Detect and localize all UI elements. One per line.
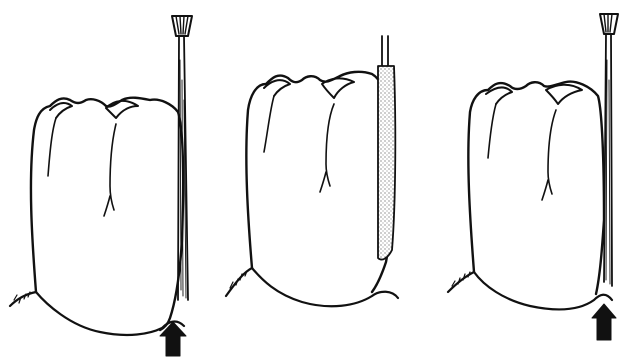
strip-shaft [382,36,388,66]
tooth-outline [31,98,183,330]
panel-2 [226,36,398,306]
fissure-center [104,124,116,216]
panel-3 [448,14,618,340]
gingiva-line [448,272,612,309]
fissure-center [542,110,556,200]
cusp-middle [546,85,582,104]
panel-1 [10,16,192,356]
tooth-outline [246,72,391,292]
cusp-left [50,103,72,118]
cusp-left [486,88,512,104]
probe-tip-fill [606,60,610,284]
stippled-strip-2 [378,36,395,260]
gingiva-line [226,268,398,306]
up-arrow-3[interactable] [592,304,616,340]
strip-body [378,66,395,260]
fissure-left [48,118,56,176]
probe-shaft [604,34,612,286]
fissure-left [488,104,496,158]
fissure-center [320,104,334,192]
cusp-middle [106,101,138,118]
probe-handle [600,14,618,34]
tooth-outline [468,82,604,294]
probe-handle [172,16,192,36]
gingiva-line [10,292,184,335]
cusp-middle [322,78,354,98]
fissure-left [264,96,274,152]
probe-1 [172,16,192,300]
